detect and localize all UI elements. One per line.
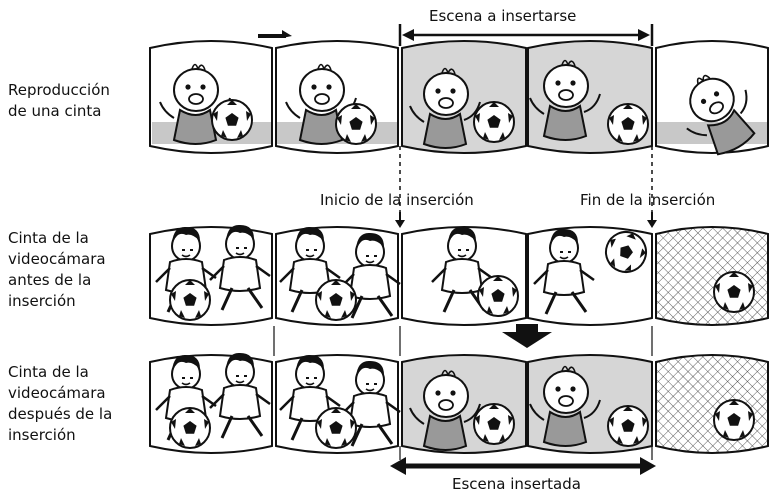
insert-point-guides — [399, 146, 653, 212]
inserted-range-arrow — [390, 457, 656, 475]
motion-arrow-icon — [258, 30, 292, 38]
result-down-arrow-icon — [502, 324, 552, 348]
scene-range-arrow — [398, 24, 654, 46]
insert-start-marker — [395, 212, 405, 228]
tape-after-insert-strip — [149, 351, 769, 454]
row-label-before-insert: Cinta de la videocámara antes de la inse… — [8, 229, 106, 310]
scene-to-insert-label: Escena a insertarse — [429, 7, 577, 25]
playback-tape-strip — [149, 40, 770, 166]
tape-before-insert-strip — [149, 223, 769, 326]
frame-guides — [273, 326, 653, 460]
row-label-playback: Reproducción de una cinta — [8, 81, 110, 120]
insert-start-label: Inicio de la inserción — [320, 191, 474, 209]
row-label-after-insert: Cinta de la videocámara después de la in… — [8, 363, 113, 444]
insert-end-marker — [647, 212, 657, 228]
insert-end-label: Fin de la inserción — [580, 191, 716, 209]
inserted-scene-label: Escena insertada — [452, 475, 581, 493]
